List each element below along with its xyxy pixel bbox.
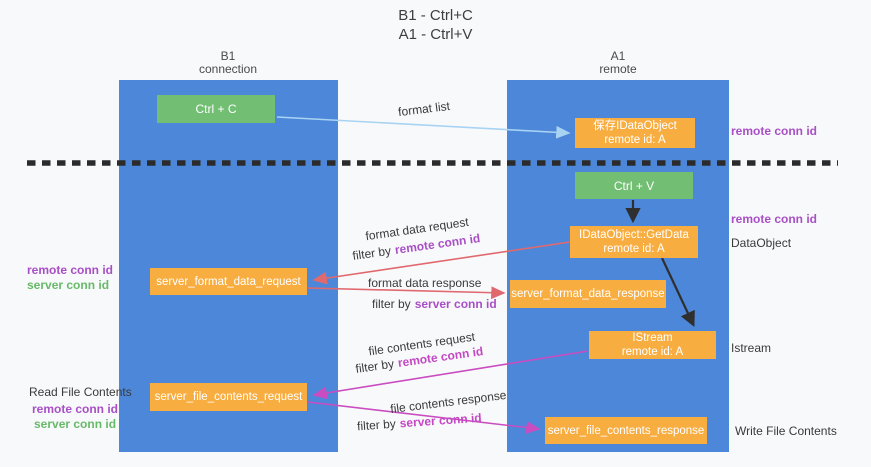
getdata-box: IDataObject::GetData remote id: A <box>570 226 698 258</box>
server-file-contents-request-box: server_file_contents_request <box>150 383 307 411</box>
filter-prefix: filter by <box>356 416 397 434</box>
ctrl-v-box: Ctrl + V <box>575 172 693 199</box>
server-file-contents-response-label: server_file_contents_response <box>547 424 705 437</box>
store-dataobject-line2: remote id: A <box>604 134 666 146</box>
istream-line2: remote id: A <box>621 346 684 358</box>
title-line-2: A1 - Ctrl+V <box>398 26 473 43</box>
filter-prefix: filter by <box>372 297 411 311</box>
read-file-contents-label: Read File Contents <box>29 385 132 399</box>
server-format-data-request-box: server_format_data_request <box>150 268 307 295</box>
right-store-remote-conn-id-label: remote conn id <box>731 124 818 138</box>
store-dataobject-line1: 保存IDataObject <box>593 120 677 132</box>
store-dataobject-box: 保存IDataObject remote id: A <box>575 118 695 148</box>
left-format-remote-conn-id-label: remote conn id <box>27 263 114 277</box>
filter-prefix: filter by <box>354 356 395 376</box>
title-line-1: B1 - Ctrl+C <box>398 7 473 24</box>
filter-prefix: filter by <box>351 243 392 263</box>
left-file-server-conn-id-label: server conn id <box>34 417 117 431</box>
right-column-header: A1 remote <box>538 50 698 76</box>
dataobject-label: DataObject <box>731 236 792 250</box>
istream-line1: IStream <box>632 332 673 344</box>
diagram-title: B1 - Ctrl+C A1 - Ctrl+V <box>0 6 871 44</box>
left-column-header: B1 connection <box>148 50 308 76</box>
left-format-server-conn-id-label: server conn id <box>27 278 110 292</box>
filter-id-server-conn-id: server conn id <box>399 410 483 431</box>
server-format-data-request-label: server_format_data_request <box>156 275 301 288</box>
format-list-label: format list <box>397 98 451 120</box>
istream-box: IStream remote id: A <box>589 331 716 359</box>
server-file-contents-response-box: server_file_contents_response <box>545 417 707 444</box>
getdata-line1: IDataObject::GetData <box>579 229 689 241</box>
write-file-contents-label: Write File Contents <box>735 424 837 438</box>
ctrl-v-label: Ctrl + V <box>613 178 655 193</box>
left-file-remote-conn-id-label: remote conn id <box>32 402 119 416</box>
getdata-line2: remote id: A <box>603 243 665 255</box>
ctrl-c-box: Ctrl + C <box>157 95 275 123</box>
server-format-data-response-label: server_format_data_response <box>511 288 665 300</box>
server-file-contents-request-label: server_file_contents_request <box>154 391 303 403</box>
right-column-role: remote <box>599 62 637 76</box>
left-column-name: B1 <box>220 49 236 63</box>
file-contents-response-label: file contents response <box>389 387 508 417</box>
filter-id-server-conn-id: server conn id <box>414 297 497 311</box>
istream-side-label: Istream <box>731 341 772 355</box>
server-format-data-response-box: server_format_data_response <box>510 280 666 308</box>
right-getdata-remote-conn-id-label: remote conn id <box>731 212 818 226</box>
left-column-role: connection <box>198 62 258 76</box>
right-column-name: A1 <box>610 49 626 63</box>
format-data-response-label: format data response <box>368 276 482 290</box>
ctrl-c-label: Ctrl + C <box>195 102 237 116</box>
